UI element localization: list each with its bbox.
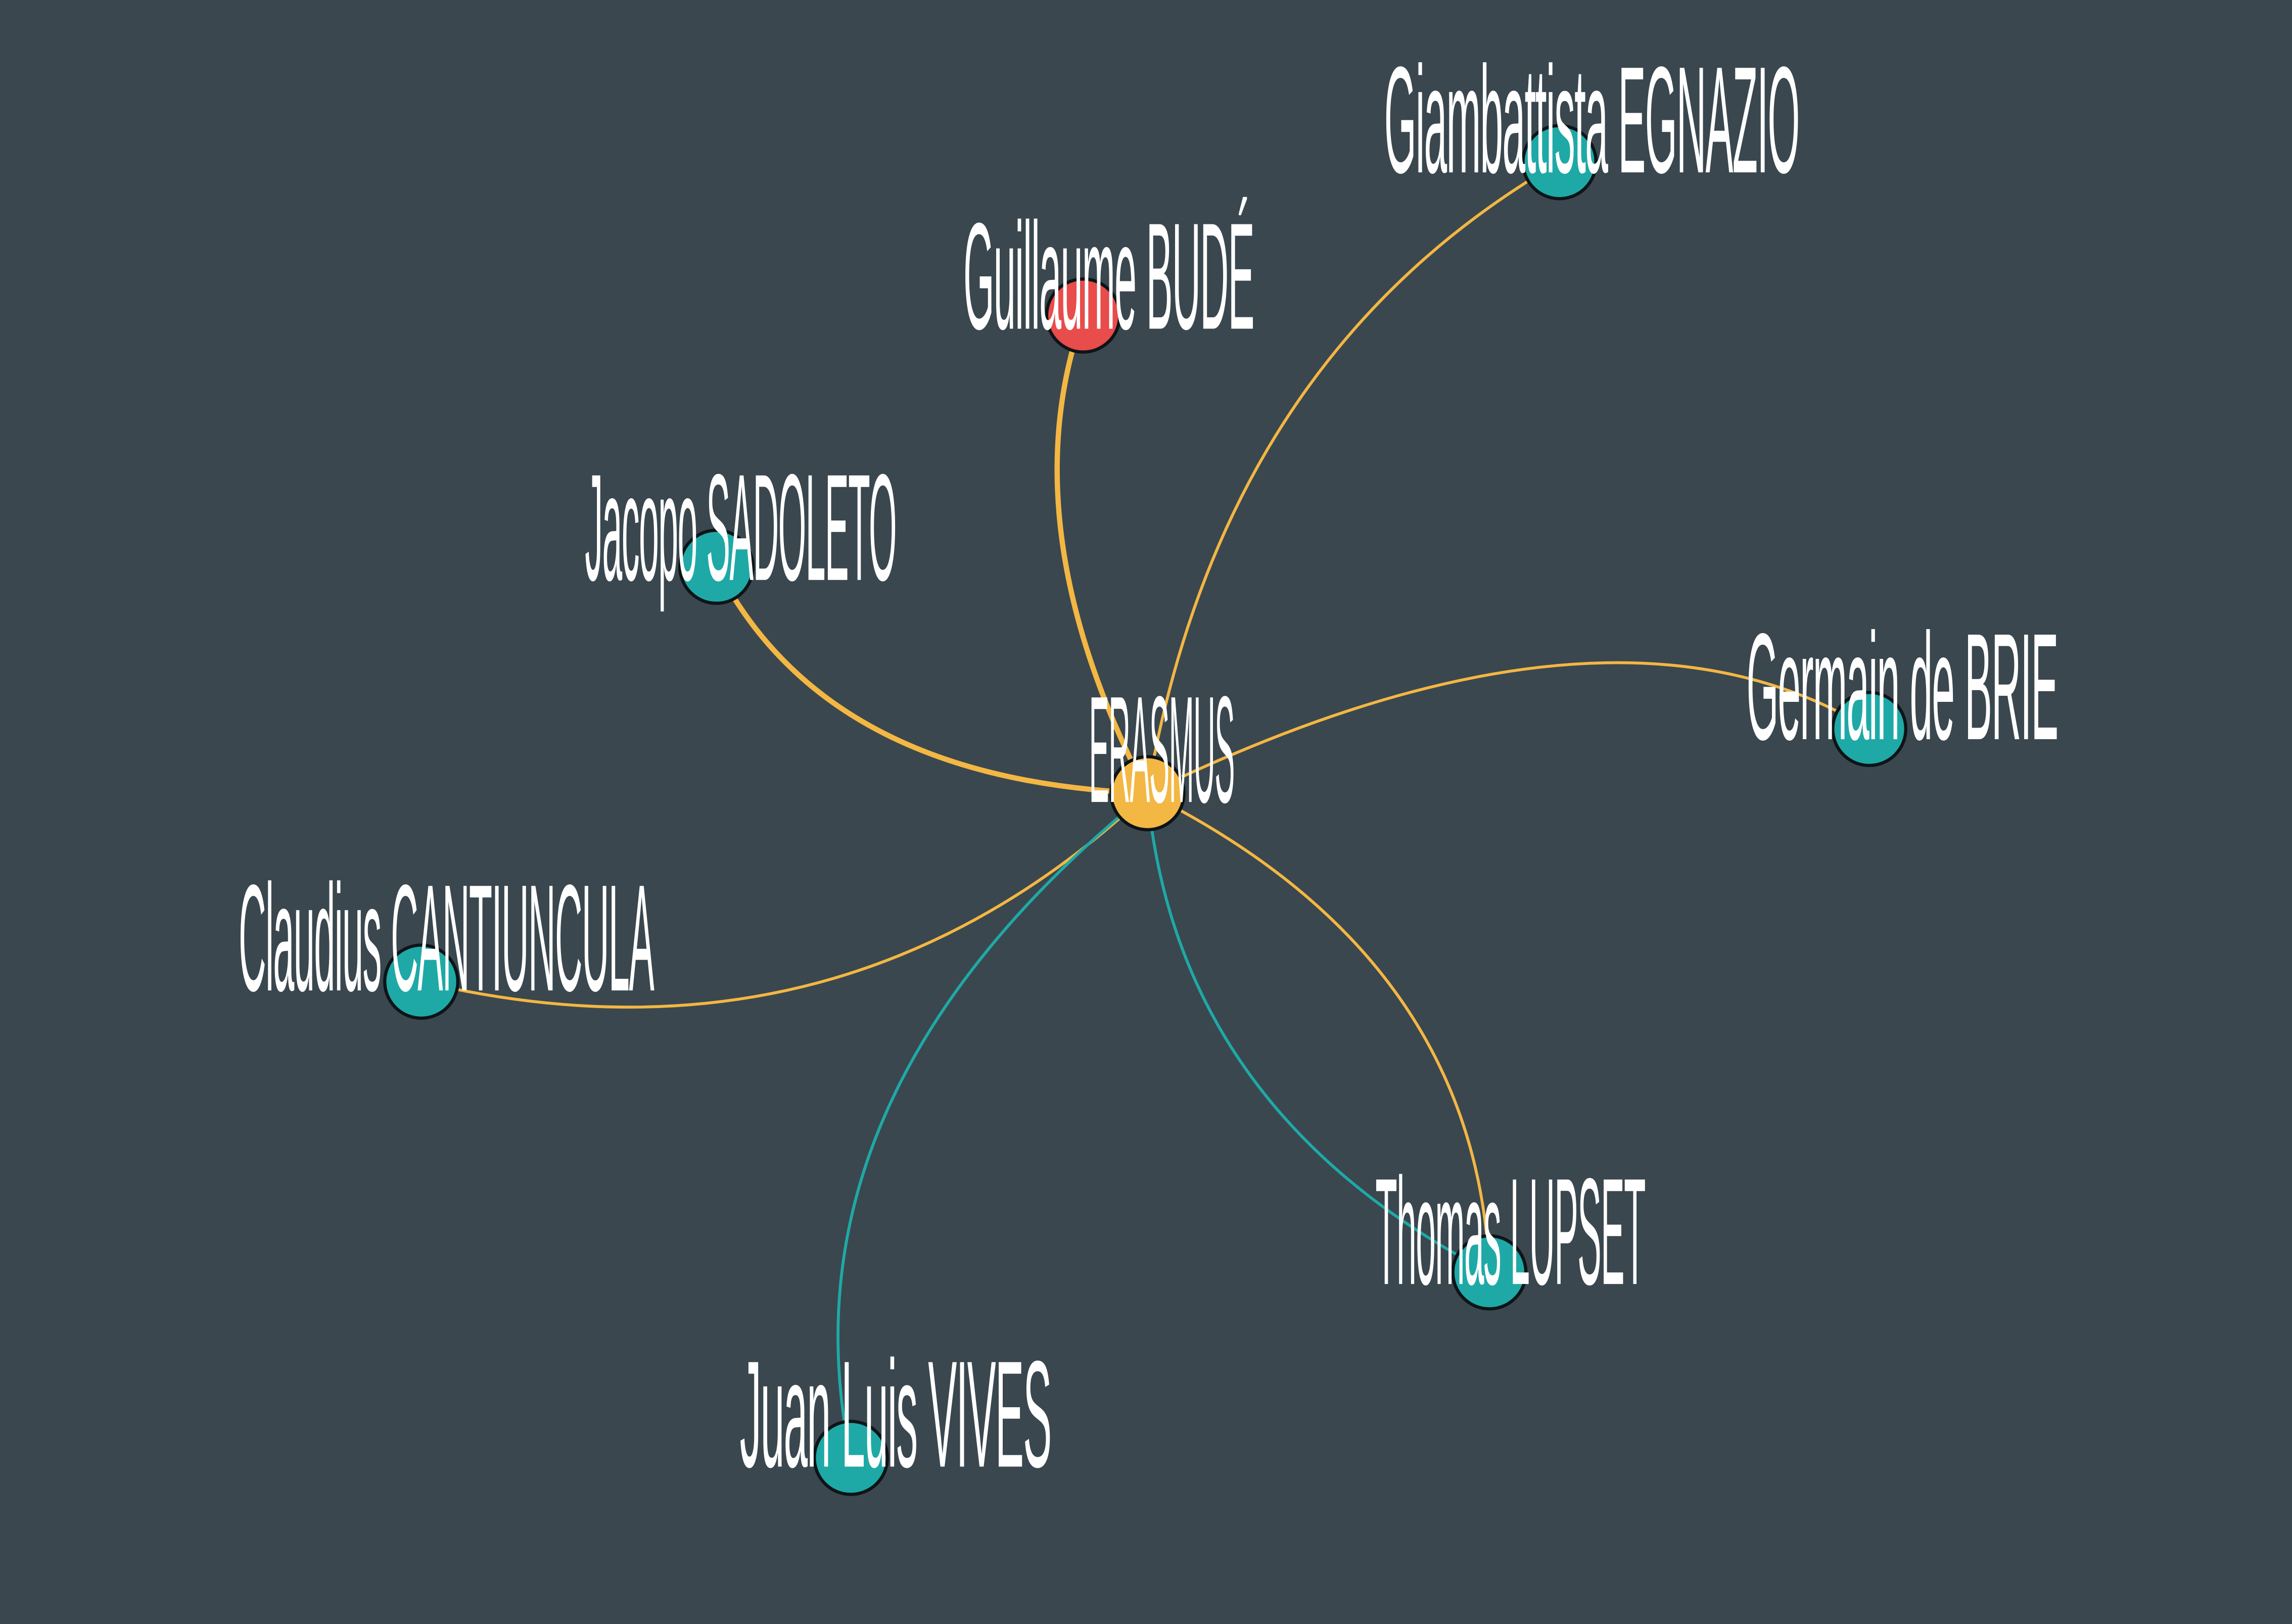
node-label-sadoleto: Jacopo SADOLETO: [585, 443, 896, 613]
node-label-brie: Germain de BRIE: [1747, 602, 2058, 772]
labels-layer: ERASMUS Giambattista EGNAZIO Guillaume BUD…: [239, 35, 2061, 1499]
edge-erasmus-bude: [1054, 313, 1150, 796]
edges-layer: [419, 161, 1871, 1460]
edge-erasmus-lupset: [1146, 791, 1491, 1274]
edge-erasmus-vives: [836, 791, 1149, 1460]
node-cantiuncula[interactable]: [383, 943, 460, 1020]
node-erasmus[interactable]: [1109, 755, 1186, 832]
node-label-erasmus: ERASMUS: [1089, 664, 1234, 834]
node-label-vives: Juan Luis VIVES: [740, 1329, 1051, 1499]
edge-erasmus-sadoleto: [714, 564, 1150, 796]
node-lupset[interactable]: [1451, 1234, 1528, 1311]
nodes-layer: [383, 124, 1907, 1496]
node-brie[interactable]: [1831, 691, 1907, 768]
node-sadoleto[interactable]: [678, 529, 755, 605]
edge-erasmus-lupset: [1146, 791, 1491, 1274]
node-vives[interactable]: [813, 1419, 889, 1496]
node-bude[interactable]: [1045, 277, 1121, 354]
node-label-cantiuncula: Claudius CANTIUNCULA: [239, 853, 654, 1023]
node-label-lupset: Thomas LUPSET: [1375, 1147, 1645, 1316]
edge-erasmus-cantiuncula: [419, 791, 1149, 1009]
edge-erasmus-egnazio: [1146, 161, 1561, 795]
node-label-bude: Guillaume BUDÉ: [963, 191, 1254, 361]
node-label-egnazio: Giambattista EGNAZIO: [1384, 35, 1799, 205]
edge-erasmus-brie: [1146, 661, 1871, 795]
node-egnazio[interactable]: [1521, 124, 1598, 201]
